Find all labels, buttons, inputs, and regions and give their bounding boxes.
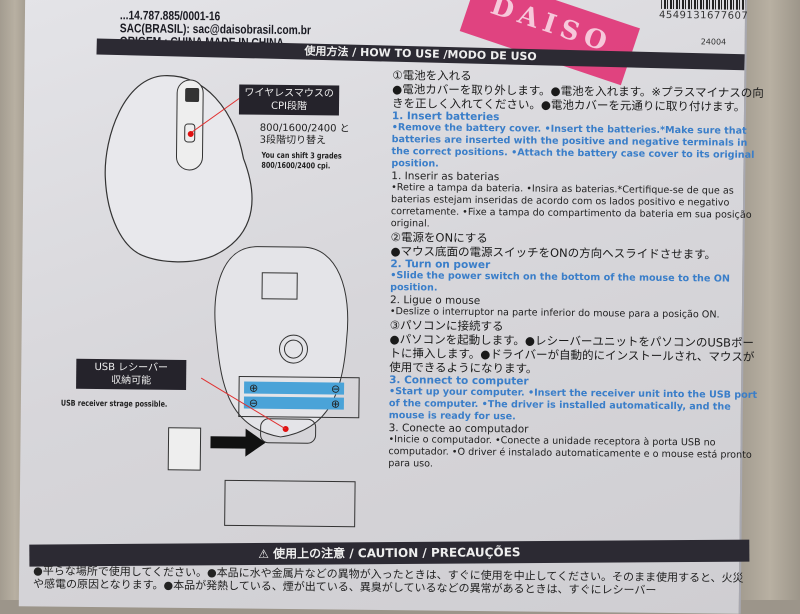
cpi-label: ワイヤレスマウスの CPI段階 xyxy=(238,84,340,116)
insert-arrow-icon xyxy=(210,428,266,457)
steps-text: ①電池を入れる ●電池カバーを取り外します。●電池を入れます。※プラスマイナスの… xyxy=(388,68,764,474)
step-2: ②電源をONにする ●マウス底面の電源スイッチをONの方向へスライドさせます。 … xyxy=(390,230,763,322)
battery-1 xyxy=(244,381,345,395)
battery-2 xyxy=(243,396,344,410)
scroll-wheel xyxy=(185,87,200,103)
cpi-jp-text: 800/1600/2400 と 3段階切り替え xyxy=(259,122,350,147)
cpi-en-text: You can shift 3 grades 800/1600/2400 cpi… xyxy=(261,150,342,171)
step-1-en-body: •Remove the battery cover. •Insert the b… xyxy=(391,122,755,170)
optical-sensor xyxy=(283,339,303,359)
mouse-illustrations: ⊕ ⊖ ⊖ ⊕ xyxy=(104,75,360,528)
svg-text:⊕: ⊕ xyxy=(331,397,340,410)
step-3-pt-body: •Inicie o computador. •Conecte a unidade… xyxy=(388,434,752,470)
cpi-dot xyxy=(187,130,194,137)
instruction-card: ...14.787.885/0001-16 SAC(BRASIL): sac@d… xyxy=(18,0,764,614)
svg-text:⊖: ⊖ xyxy=(331,382,340,395)
caution-title: ⚠ 使用上の注意 / CAUTION / PRECAUÇÕES xyxy=(258,545,521,561)
caution-bar: ⚠ 使用上の注意 / CAUTION / PRECAUÇÕES xyxy=(29,539,750,567)
battery-compartment xyxy=(238,375,360,419)
how-to-use-title: 使用方法 / HOW TO USE /MODO DE USO xyxy=(304,44,537,64)
receiver-slot xyxy=(260,418,317,444)
step-3: ③パソコンに接続する ●パソコンを起動します。●レシーバーユニットをパソコンのU… xyxy=(388,318,762,474)
cpi-button xyxy=(184,123,196,143)
usb-label: USB レシーバー 収納可能 xyxy=(76,358,187,390)
item-code: 24004 xyxy=(700,37,727,47)
svg-text:⊕: ⊕ xyxy=(249,382,258,395)
how-to-use-bar: 使用方法 / HOW TO USE /MODO DE USO xyxy=(96,38,745,71)
usb-receiver xyxy=(167,427,202,471)
usb-en-text: USB receiver strage possible. xyxy=(60,398,168,409)
step-1: ①電池を入れる ●電池カバーを取り外します。●電池を入れます。※プラスマイナスの… xyxy=(391,68,765,234)
scroll-strip xyxy=(175,79,204,171)
barcode-number: 4549131677607 xyxy=(658,9,749,22)
wood-table-right xyxy=(740,0,800,600)
sensor-window xyxy=(261,272,298,300)
step-3-jp-body: ●パソコンを起動します。●レシーバーユニットをパソコンのUSBポートに挿入します… xyxy=(389,332,755,376)
caution-text: ●平らな場所で使用してください。●本品に水や金属片などの異物が入ったときは、すぐ… xyxy=(32,564,744,597)
svg-text:⊖: ⊖ xyxy=(249,397,258,410)
mouse-top-outline xyxy=(104,75,253,263)
step-3-en-body: •Start up your computer. •Insert the rec… xyxy=(388,386,758,423)
step-1-pt-body: •Retire a tampa da bateria. •Insira as b… xyxy=(390,182,752,230)
packaging-outline xyxy=(224,479,356,528)
cpi-pointer-line xyxy=(190,98,240,134)
barcode xyxy=(661,0,746,10)
step-1-jp-body: ●電池カバーを取り外します。●電池を入れます。※プラスマイナスの向きを正しく入れ… xyxy=(391,82,764,114)
